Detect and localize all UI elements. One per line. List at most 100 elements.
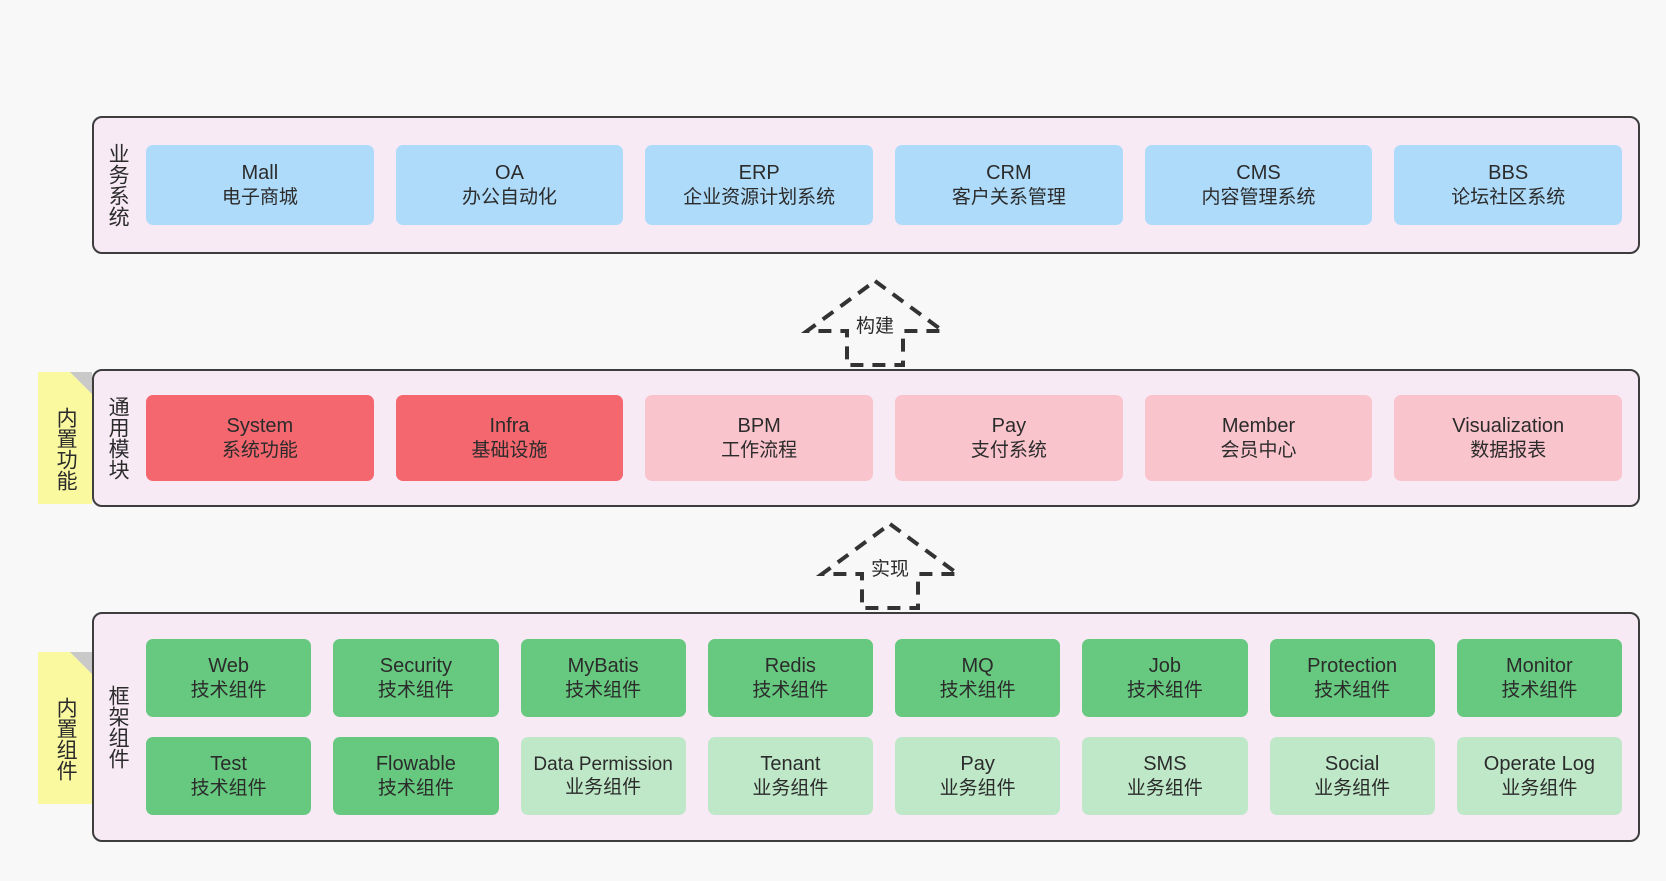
- card-operate-log[interactable]: Operate Log 业务组件: [1456, 737, 1622, 815]
- card-subtitle: 业务组件: [1501, 777, 1578, 799]
- card-title: Tenant: [760, 753, 821, 776]
- card-title: Protection: [1307, 655, 1398, 678]
- card-tenant[interactable]: Tenant 业务组件: [707, 737, 873, 815]
- card-row: Test 技术组件 Flowable 技术组件 Data Permission …: [146, 737, 1622, 815]
- card-sms[interactable]: SMS 业务组件: [1082, 737, 1248, 815]
- card-title: Web: [208, 655, 249, 678]
- card-crm[interactable]: CRM 客户关系管理: [895, 145, 1123, 225]
- band-framework-component-body: Web 技术组件 Security 技术组件 MyBatis 技术组件 Redi…: [140, 614, 1638, 840]
- card-protection[interactable]: Protection 技术组件: [1269, 639, 1435, 717]
- card-cms[interactable]: CMS 内容管理系统: [1144, 145, 1373, 225]
- card-oa[interactable]: OA 办公自动化: [395, 145, 624, 225]
- card-subtitle: 业务组件: [939, 777, 1016, 799]
- card-subtitle: 企业资源计划系统: [683, 186, 836, 208]
- card-title: Social: [1324, 753, 1380, 776]
- card-title: Operate Log: [1483, 753, 1595, 776]
- card-title: Mall: [241, 162, 279, 185]
- card-title: Flowable: [375, 753, 456, 776]
- card-subtitle: 基础设施: [471, 439, 548, 461]
- note-fold-corner-icon: [70, 652, 92, 674]
- card-title: Infra: [489, 415, 530, 438]
- band-framework-component-label: 框架组件: [106, 685, 130, 769]
- card-subtitle: 业务组件: [1314, 777, 1391, 799]
- card-subtitle: 电子商城: [221, 186, 298, 208]
- sticky-note-builtin-component: 内置组件: [38, 652, 92, 804]
- card-pay-component[interactable]: Pay 业务组件: [895, 737, 1061, 815]
- card-subtitle: 技术组件: [939, 679, 1016, 701]
- up-arrow-icon: [815, 521, 965, 610]
- card-subtitle: 技术组件: [1126, 679, 1203, 701]
- card-pay[interactable]: Pay 支付系统: [895, 395, 1123, 481]
- card-data-permission[interactable]: Data Permission 业务组件: [520, 737, 686, 815]
- card-subtitle: 技术组件: [190, 777, 267, 799]
- card-title: Job: [1148, 655, 1181, 678]
- card-subtitle: 业务组件: [752, 777, 829, 799]
- card-title: Pay: [960, 753, 995, 776]
- up-arrow-icon: [800, 278, 950, 367]
- card-infra[interactable]: Infra 基础设施: [395, 395, 624, 481]
- card-monitor[interactable]: Monitor 技术组件: [1456, 639, 1622, 717]
- card-mall[interactable]: Mall 电子商城: [146, 145, 374, 225]
- card-subtitle: 客户关系管理: [951, 186, 1066, 208]
- card-title: MyBatis: [567, 655, 639, 678]
- card-subtitle: 工作流程: [721, 439, 798, 461]
- arrow-implement: 实现: [815, 518, 965, 612]
- card-subtitle: 系统功能: [221, 439, 298, 461]
- card-erp[interactable]: ERP 企业资源计划系统: [645, 145, 874, 225]
- band-business-system-body: Mall 电子商城 OA 办公自动化 ERP 企业资源计划系统 CRM 客户关系…: [140, 118, 1638, 252]
- card-title: CMS: [1236, 162, 1281, 185]
- card-subtitle: 技术组件: [752, 679, 829, 701]
- card-title: BBS: [1488, 162, 1529, 185]
- card-title: MQ: [961, 655, 994, 678]
- card-subtitle: 支付系统: [970, 439, 1047, 461]
- card-security[interactable]: Security 技术组件: [333, 639, 499, 717]
- arrow-build-label: 构建: [855, 316, 894, 337]
- card-subtitle: 技术组件: [377, 777, 454, 799]
- card-social[interactable]: Social 业务组件: [1269, 737, 1435, 815]
- card-visualization[interactable]: Visualization 数据报表: [1394, 395, 1623, 481]
- card-flowable[interactable]: Flowable 技术组件: [333, 737, 499, 815]
- card-web[interactable]: Web 技术组件: [146, 639, 312, 717]
- card-title: OA: [495, 162, 524, 185]
- card-title: Redis: [764, 655, 816, 678]
- card-subtitle: 技术组件: [190, 679, 267, 701]
- sticky-note-builtin-function: 内置功能: [38, 372, 92, 504]
- card-redis[interactable]: Redis 技术组件: [707, 639, 873, 717]
- card-subtitle: 内容管理系统: [1201, 186, 1316, 208]
- band-business-system: 业务系统 Mall 电子商城 OA 办公自动化 ERP 企业资源计划系统 CRM…: [92, 116, 1640, 254]
- card-title: Visualization: [1452, 415, 1565, 438]
- card-title: Data Permission: [533, 753, 673, 775]
- card-bbs[interactable]: BBS 论坛社区系统: [1394, 145, 1623, 225]
- card-subtitle: 会员中心: [1220, 439, 1297, 461]
- band-common-module: 通用模块 System 系统功能 Infra 基础设施 BPM 工作流程 Pay…: [92, 369, 1640, 507]
- card-job[interactable]: Job 技术组件: [1082, 639, 1248, 717]
- band-business-system-label: 业务系统: [106, 143, 130, 227]
- card-subtitle: 数据报表: [1470, 439, 1547, 461]
- card-system[interactable]: System 系统功能: [146, 395, 374, 481]
- card-mq[interactable]: MQ 技术组件: [895, 639, 1061, 717]
- card-title: Monitor: [1506, 655, 1573, 678]
- card-title: Test: [210, 753, 247, 776]
- card-member[interactable]: Member 会员中心: [1144, 395, 1373, 481]
- sticky-note-label: 内置组件: [54, 697, 78, 781]
- card-title: ERP: [738, 162, 780, 185]
- card-subtitle: 办公自动化: [462, 186, 558, 208]
- card-subtitle: 技术组件: [377, 679, 454, 701]
- card-mybatis[interactable]: MyBatis 技术组件: [520, 639, 686, 717]
- card-bpm[interactable]: BPM 工作流程: [645, 395, 874, 481]
- card-subtitle: 业务组件: [1126, 777, 1203, 799]
- card-subtitle: 技术组件: [1501, 679, 1578, 701]
- card-row: Mall 电子商城 OA 办公自动化 ERP 企业资源计划系统 CRM 客户关系…: [146, 145, 1623, 225]
- sticky-note-label: 内置功能: [54, 407, 78, 491]
- card-subtitle: 技术组件: [565, 679, 642, 701]
- card-subtitle: 技术组件: [1314, 679, 1391, 701]
- card-row: System 系统功能 Infra 基础设施 BPM 工作流程 Pay 支付系统…: [146, 395, 1623, 481]
- card-title: Member: [1221, 415, 1296, 438]
- card-title: SMS: [1143, 753, 1187, 776]
- card-test[interactable]: Test 技术组件: [146, 737, 312, 815]
- arrow-implement-label: 实现: [870, 559, 909, 580]
- card-title: CRM: [986, 162, 1032, 185]
- card-subtitle: 业务组件: [565, 777, 642, 798]
- card-title: Security: [379, 655, 452, 678]
- card-title: System: [226, 415, 294, 438]
